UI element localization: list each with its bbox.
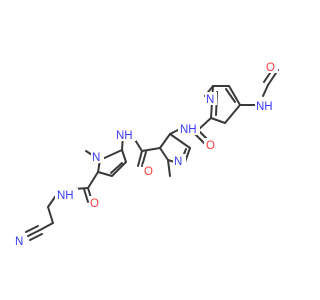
atom-n-nitrile: N — [15, 236, 23, 248]
bond-amide2-co-1 — [137, 150, 143, 167]
atom-n-ring1: N — [92, 152, 100, 164]
atom-nh-ring3: NH — [256, 101, 273, 113]
bond-tail-2 — [47, 206, 54, 224]
atom-o-amide3: O — [206, 140, 215, 152]
bond-nitrile-2 — [25, 225, 39, 233]
molecule-diagram: O N NH NH O N NH O N O NH N — [14, 58, 280, 248]
atom-n-ring3: N — [206, 94, 214, 106]
atom-o-amide1: O — [90, 198, 99, 210]
bond-ring2-to-amide2 — [141, 147, 161, 152]
atom-o-amide2: O — [144, 166, 153, 178]
bond-nitrile-3 — [29, 233, 43, 241]
bond-ring2-methyl — [167, 159, 171, 177]
bond-amide2-co-2 — [141, 151, 147, 167]
bond-amide1-co-2 — [83, 188, 89, 203]
bond-amide3-co-2 — [194, 133, 206, 145]
atom-labels: O N NH NH O N NH O N O NH N — [14, 58, 280, 248]
bond-ring1-to-amide1 — [87, 171, 99, 189]
atom-nh-tail: NH — [57, 190, 74, 202]
atom-n-ring2: N — [174, 156, 182, 168]
atom-nh-ring1: NH — [116, 130, 133, 142]
atom-o-formyl: O — [266, 62, 275, 74]
bond-nitrile-1 — [27, 229, 41, 237]
bond-formyl-n-c — [262, 84, 269, 97]
bond-tail-3 — [39, 222, 54, 231]
bond-ring3-to-amide3 — [197, 117, 212, 131]
atom-nh-ring2: NH — [180, 124, 197, 136]
